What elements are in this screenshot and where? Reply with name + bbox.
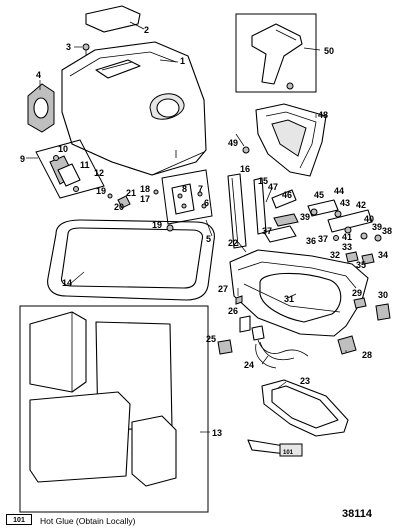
callout-16: 16: [240, 164, 250, 174]
callout-50: 50: [324, 46, 334, 56]
callout-39a: 39: [300, 212, 310, 222]
callout-41: 41: [342, 232, 352, 242]
part-cowl-seal: [47, 219, 215, 301]
part-block-25: [217, 339, 233, 355]
callout-1: 1: [180, 56, 185, 66]
part-cowl-hardware: [345, 251, 375, 265]
callout-17: 17: [140, 194, 150, 204]
callout-29: 29: [352, 288, 362, 298]
part-pads: [353, 297, 391, 321]
callout-8: 8: [182, 184, 187, 194]
part-bottom-cowl: [229, 249, 369, 337]
callout-21: 21: [126, 188, 136, 198]
callout-14: 14: [62, 278, 72, 288]
callout-9: 9: [20, 154, 25, 164]
callout-19b: 19: [152, 220, 162, 230]
part-filter-cover: [27, 83, 55, 133]
callout-7: 7: [198, 184, 203, 194]
callout-4: 4: [36, 70, 41, 80]
part-bracket-group: [153, 169, 213, 232]
callout-49: 49: [228, 138, 238, 148]
callout-10: 10: [58, 144, 68, 154]
part-screw: [82, 43, 90, 55]
part-small-hardware: [107, 193, 131, 209]
hot-glue-symbol: 101: [6, 514, 32, 525]
part-rear-cowl: [255, 103, 327, 177]
part-screw-49: [242, 146, 250, 154]
part-shift-hardware: [307, 199, 382, 242]
callout-25: 25: [206, 334, 216, 344]
callout-19a: 19: [96, 186, 106, 196]
callout-13: 13: [212, 428, 222, 438]
callout-27: 27: [218, 284, 228, 294]
callout-23: 23: [300, 376, 310, 386]
part-bracket-26: [239, 315, 251, 333]
callout-36: 36: [306, 236, 316, 246]
callout-labels: 1 2 3 4 9 10 11 12 19 20 21 18 17 8 7 6 …: [20, 25, 392, 456]
callout-43: 43: [340, 198, 350, 208]
callout-37b: 37: [318, 234, 328, 244]
callout-42: 42: [356, 200, 366, 210]
callout-15: 15: [258, 176, 268, 186]
callout-30: 30: [378, 290, 388, 300]
part-linkage: [263, 187, 299, 243]
callout-46: 46: [282, 190, 292, 200]
callout-35: 35: [356, 260, 366, 270]
footer-note: Hot Glue (Obtain Locally): [40, 516, 136, 526]
callout-47: 47: [268, 182, 278, 192]
callout-6: 6: [204, 198, 209, 208]
callout-32: 32: [330, 250, 340, 260]
callout-11: 11: [80, 160, 90, 170]
leader-lines: [26, 21, 347, 433]
callout-48: 48: [318, 110, 328, 120]
part-top-cowl: [61, 41, 207, 176]
part-access-cover: [85, 5, 141, 33]
callout-24: 24: [244, 360, 254, 370]
callout-26: 26: [228, 306, 238, 316]
callout-31: 31: [284, 294, 294, 304]
callout-20: 20: [114, 202, 124, 212]
callout-2: 2: [144, 25, 149, 35]
part-lower-seal: [261, 379, 349, 437]
figure-number: 38114: [342, 508, 372, 520]
part-lower-bracket: [235, 13, 317, 93]
callout-33: 33: [342, 242, 352, 252]
callout-44: 44: [334, 186, 344, 196]
part-rubber-strip: [227, 173, 247, 249]
callout-45: 45: [314, 190, 324, 200]
part-rear-latch: [337, 335, 357, 355]
part-insulation-kit: [19, 305, 303, 513]
callout-38: 38: [382, 226, 392, 236]
callout-39b: 39: [372, 222, 382, 232]
callout-34: 34: [378, 250, 388, 260]
part-clip: [235, 295, 243, 305]
part-latch-assembly: [35, 139, 105, 199]
callout-28: 28: [362, 350, 372, 360]
callout-18: 18: [140, 184, 150, 194]
tube-label: 101: [283, 450, 294, 456]
callout-22: 22: [228, 238, 238, 248]
callout-3: 3: [66, 42, 71, 52]
callout-12: 12: [94, 168, 104, 178]
callout-5: 5: [206, 234, 211, 244]
callout-37a: 37: [262, 226, 272, 236]
part-wire-harness: [251, 325, 309, 369]
callout-40: 40: [364, 214, 374, 224]
